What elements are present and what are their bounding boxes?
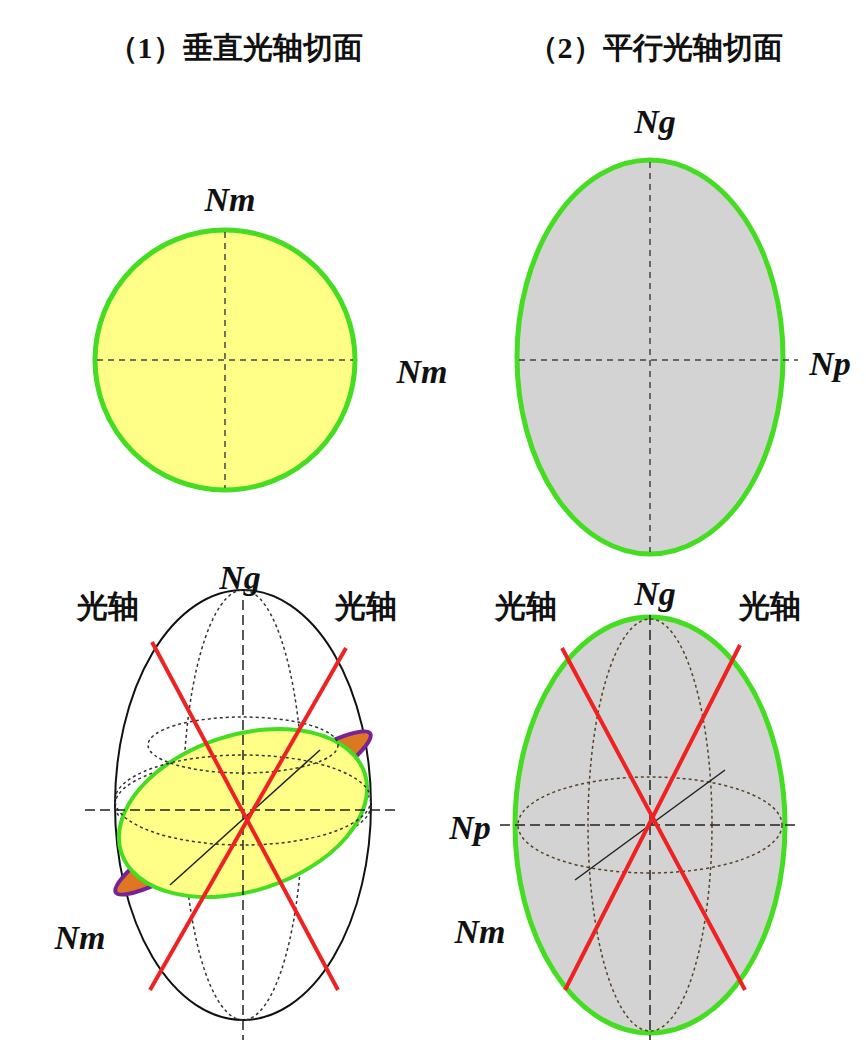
axis-label: Ng — [219, 561, 261, 595]
panel-title: （2）平行光轴切面 — [528, 33, 783, 63]
axis-label: Nm — [205, 183, 256, 217]
optic-axis-label: 光轴 — [739, 591, 801, 622]
axis-label: Nm — [397, 355, 448, 389]
axis-label: Np — [809, 347, 851, 381]
axis-label: Nm — [455, 915, 506, 949]
indicatrix-parallel-cut — [500, 615, 800, 1040]
optic-axis-label: 光轴 — [495, 591, 557, 622]
axis-label: Np — [449, 811, 491, 845]
axis-label: Ng — [634, 105, 676, 139]
optic-axis-label: 光轴 — [335, 591, 397, 622]
indicatrix-circular-cut — [85, 590, 395, 1040]
elliptical-section — [517, 160, 783, 554]
axis-label: Ng — [634, 577, 676, 611]
circular-section — [95, 230, 355, 490]
optic-axis-label: 光轴 — [77, 591, 139, 622]
axis-label: Nm — [55, 921, 106, 955]
panel-title: （1）垂直光轴切面 — [108, 33, 363, 63]
